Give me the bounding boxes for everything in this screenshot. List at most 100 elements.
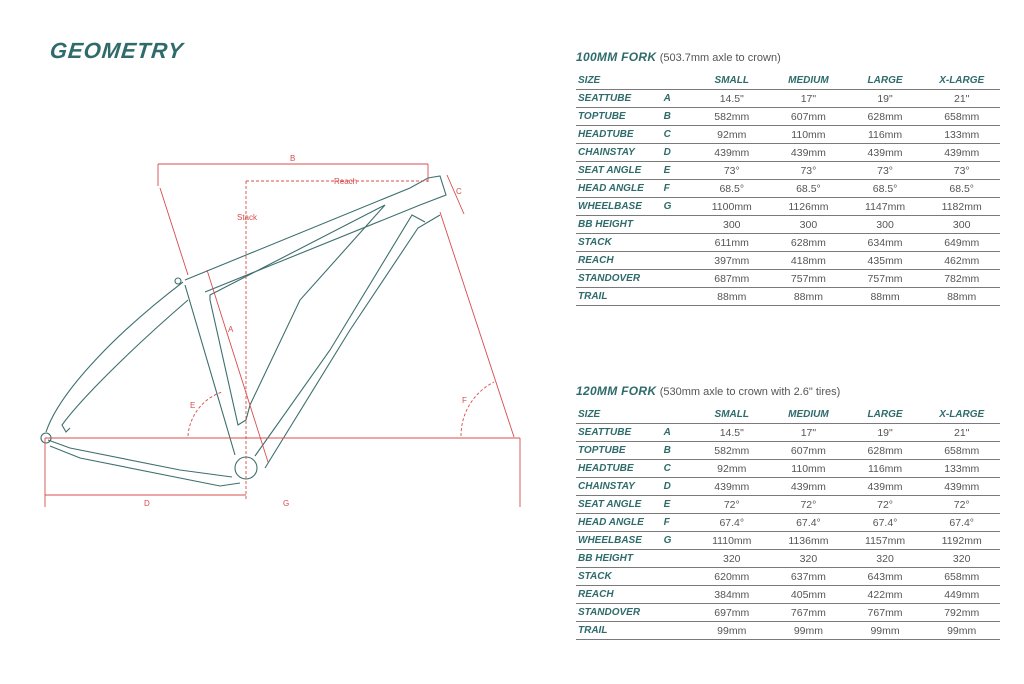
cell-value: 19" <box>877 426 893 439</box>
cell-value: 68.5° <box>796 182 821 195</box>
row-label: BB HEIGHT <box>578 219 633 230</box>
fork-label: 120MM FORK <box>576 384 657 398</box>
cell-value: 300 <box>799 218 818 231</box>
cell-value: 68.5° <box>719 182 745 195</box>
cell-value: 21" <box>953 426 970 439</box>
cell-value: 17" <box>800 92 817 105</box>
fork-note: (530mm axle to crown with 2.6" tires) <box>659 386 841 398</box>
row-label: HEAD ANGLE <box>578 517 644 528</box>
cell-value: 658mm <box>944 570 980 583</box>
cell-value: 88mm <box>793 290 823 303</box>
dimension-letter: D <box>663 147 671 158</box>
cell-value: 1147mm <box>865 200 906 213</box>
cell-value: 405mm <box>790 588 826 601</box>
row-label: TOPTUBE <box>578 445 626 456</box>
seat-stay-inner <box>61 299 189 433</box>
top-tube <box>184 175 447 293</box>
cell-value: 320 <box>952 552 971 565</box>
cell-value: 397mm <box>714 254 750 267</box>
cell-value: 320 <box>723 552 741 565</box>
cell-value: 14.5" <box>719 426 744 439</box>
cell-value: 643mm <box>867 570 903 583</box>
cell-value: 439mm <box>944 146 980 159</box>
cell-value: 88mm <box>947 290 977 303</box>
column-header: SMALL <box>714 75 749 86</box>
cell-value: 767mm <box>790 606 826 619</box>
cell-value: 757mm <box>867 272 903 285</box>
row-label: STANDOVER <box>578 273 641 284</box>
label-c: C <box>456 187 462 196</box>
cell-value: 767mm <box>867 606 903 619</box>
label-e: E <box>190 401 195 410</box>
dimension-letter: C <box>663 129 671 140</box>
cell-value: 649mm <box>944 236 980 249</box>
column-header: LARGE <box>867 409 903 420</box>
cell-value: 582mm <box>714 110 750 123</box>
cell-value: 637mm <box>790 570 826 583</box>
cell-value: 320 <box>876 552 894 565</box>
cell-value: 67.4° <box>719 516 745 529</box>
row-label: SEAT ANGLE <box>578 165 642 176</box>
cell-value: 300 <box>723 218 741 231</box>
cell-value: 439mm <box>790 480 826 493</box>
row-label: CHAINSTAY <box>578 147 635 158</box>
dimension-letter: D <box>663 481 671 492</box>
dimension-letter: F <box>663 183 670 194</box>
row-label: BB HEIGHT <box>578 553 633 564</box>
row-label: REACH <box>578 255 614 266</box>
cell-value: 73° <box>723 164 740 177</box>
dimension-letter: E <box>663 165 671 176</box>
table-heading: 120MM FORK (530mm axle to crown with 2.6… <box>576 384 1000 406</box>
down-tube-inner <box>254 214 426 457</box>
dimension-letter: A <box>663 427 671 438</box>
dimension-lines <box>44 163 521 507</box>
dimension-letter: E <box>663 499 671 510</box>
fork-note: (503.7mm axle to crown) <box>659 52 781 64</box>
row-label: WHEELBASE <box>578 201 642 212</box>
cell-value: 99mm <box>947 624 977 637</box>
dimension-letter: C <box>663 463 671 474</box>
column-header: SMALL <box>714 409 749 420</box>
seat-clamp <box>174 277 182 285</box>
cell-value: 792mm <box>944 606 980 619</box>
column-header: LARGE <box>867 75 903 86</box>
row-label: REACH <box>578 589 614 600</box>
cell-value: 68.5° <box>872 182 898 195</box>
cell-value: 1100mm <box>711 200 752 213</box>
cell-value: 72° <box>723 498 740 511</box>
row-label: TRAIL <box>578 625 608 636</box>
row-label: HEADTUBE <box>578 129 634 140</box>
cell-value: 462mm <box>944 254 980 267</box>
cell-value: 92mm <box>717 462 747 475</box>
row-label: STANDOVER <box>578 607 641 618</box>
cell-value: 628mm <box>790 236 826 249</box>
cell-value: 99mm <box>793 624 823 637</box>
cell-value: 435mm <box>867 254 903 267</box>
cell-value: 697mm <box>714 606 750 619</box>
cell-value: 72° <box>953 498 970 511</box>
cell-value: 658mm <box>944 444 980 457</box>
cell-value: 1110mm <box>712 534 752 547</box>
cell-value: 110mm <box>791 462 826 475</box>
row-label: CHAINSTAY <box>578 481 635 492</box>
cell-value: 1182mm <box>941 200 982 213</box>
column-header: X-LARGE <box>939 75 985 86</box>
cell-value: 607mm <box>790 110 826 123</box>
